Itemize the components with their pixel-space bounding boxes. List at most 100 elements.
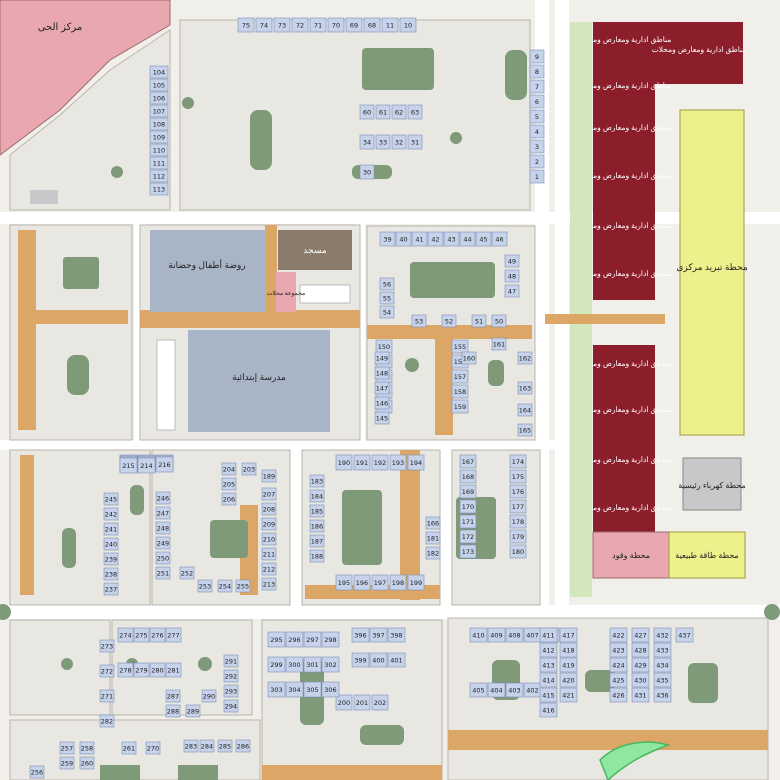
lot-number: 175: [512, 473, 524, 481]
lot-number: 409: [490, 632, 502, 640]
lot-number: 172: [462, 533, 474, 541]
lot-number: 303: [270, 686, 282, 694]
lot-number: 70: [332, 22, 340, 30]
lot-plot: [451, 384, 469, 399]
lot-number: 149: [376, 355, 388, 363]
cooling-station-label: محطة تبريد مركزى: [676, 262, 748, 273]
roundabout-left: [0, 604, 11, 620]
lot-number: 8: [535, 68, 539, 76]
lot-plot: [369, 652, 388, 668]
lot-plot: [149, 130, 169, 144]
block-west: [9, 224, 133, 441]
lot-plot: [223, 654, 239, 668]
svg-text:مناطق ادارية ومعارض ومحلات: مناطق ادارية ومعارض ومحلات: [652, 45, 747, 54]
lot-plot: [145, 741, 161, 755]
lot-plot: [374, 396, 390, 410]
lot-plot: [137, 457, 156, 474]
lot-number: 187: [311, 538, 323, 546]
svg-text:مناطق ادارية ومعارض ومحلات: مناطق ادارية ومعارض ومحلات: [577, 455, 672, 464]
lot-number: 209: [263, 521, 275, 529]
svg-text:مناطق ادارية ومعارض ومحلات: مناطق ادارية ومعارض ومحلات: [577, 405, 672, 414]
lot-number: 410: [472, 632, 484, 640]
lot-plot: [509, 454, 527, 469]
lot-plot: [273, 17, 291, 33]
lot-plot: [509, 469, 527, 484]
lot-number: 160: [463, 355, 475, 363]
mosque-label: مسجد: [303, 245, 327, 255]
lot-number: 413: [542, 662, 554, 670]
lot-number: 145: [376, 415, 388, 423]
lot-number: 2: [535, 158, 539, 166]
lot-number: 207: [263, 491, 275, 499]
lot-number: 302: [324, 661, 336, 669]
lot-plot: [149, 91, 169, 105]
lot-plot: [387, 652, 406, 668]
lot-plot: [223, 669, 239, 683]
lot-number: 54: [383, 309, 391, 317]
lot-number: 39: [383, 236, 391, 244]
lot-number: 259: [61, 760, 73, 768]
lot-plot: [469, 627, 488, 643]
lot-number: 192: [374, 459, 386, 467]
lot-plot: [255, 17, 273, 33]
lot-plot: [155, 456, 174, 473]
lot-plot: [609, 642, 628, 658]
lot-number: 191: [356, 459, 368, 467]
lot-plot: [363, 17, 381, 33]
lot-plot: [459, 231, 476, 247]
lot-plot: [155, 566, 171, 580]
lot-number: 155: [454, 343, 466, 351]
lot-plot: [459, 499, 477, 514]
lot-number: 56: [383, 281, 391, 289]
lot-number: 256: [31, 769, 43, 777]
lot-number: 44: [463, 236, 471, 244]
lot-plot: [529, 49, 545, 64]
lot-plot: [291, 17, 309, 33]
lot-number: 106: [153, 95, 165, 103]
lot-number: 258: [81, 745, 93, 753]
lot-number: 289: [187, 708, 199, 716]
lot-number: 271: [101, 693, 113, 701]
lot-number: 296: [288, 636, 300, 644]
kindergarten-label: روضة أطفال وحضانة: [168, 258, 245, 271]
lot-plot: [353, 694, 371, 711]
lot-plot: [529, 94, 545, 109]
lot-plot: [99, 664, 115, 678]
lot-plot: [371, 694, 389, 711]
svg-text:مناطق ادارية ومعارض ومحلات: مناطق ادارية ومعارض ومحلات: [577, 221, 672, 230]
lot-number: 240: [105, 541, 117, 549]
lot-number: 107: [153, 108, 165, 116]
lot-number: 290: [203, 693, 215, 701]
lot-plot: [609, 657, 628, 673]
lot-number: 306: [324, 686, 336, 694]
lot-number: 404: [490, 687, 502, 695]
lot-plot: [335, 454, 353, 471]
lot-plot: [149, 662, 166, 678]
lot-plot: [99, 689, 115, 703]
lot-plot: [374, 381, 390, 395]
lot-plot: [399, 17, 417, 33]
lot-plot: [155, 506, 171, 520]
lot-plot: [185, 704, 201, 718]
lot-number: 169: [462, 488, 474, 496]
lot-number: 170: [462, 503, 474, 511]
lot-number: 437: [678, 632, 690, 640]
lot-number: 189: [263, 473, 275, 481]
lot-number: 424: [612, 662, 624, 670]
lot-plot: [425, 546, 441, 560]
lot-number: 241: [105, 526, 117, 534]
lot-number: 285: [219, 743, 231, 751]
lot-plot: [345, 17, 363, 33]
lot-plot: [149, 78, 169, 92]
lot-plot: [133, 627, 150, 643]
lot-number: 188: [311, 553, 323, 561]
lot-plot: [609, 687, 628, 703]
lot-plot: [459, 454, 477, 469]
lot-number: 412: [542, 647, 554, 655]
lot-number: 112: [153, 173, 165, 181]
lot-plot: [351, 652, 370, 668]
lot-plot: [149, 627, 166, 643]
lot-plot: [389, 574, 407, 591]
lot-number: 69: [350, 22, 358, 30]
